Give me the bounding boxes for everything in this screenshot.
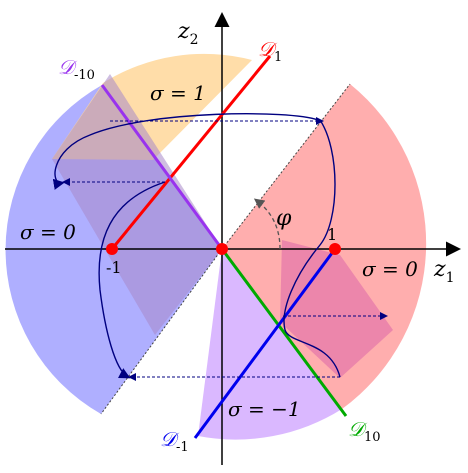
label-sigma-minus-1: σ = −1	[228, 397, 301, 421]
dotted-boundary-right	[221, 83, 351, 250]
tick-label-minus-one: -1	[106, 258, 122, 277]
label-sigma-1: σ = 1	[150, 81, 206, 105]
label-sigma-0-right: σ = 0	[362, 257, 418, 281]
line-d1	[110, 55, 272, 250]
label-d-1: 𝒟-1	[160, 427, 189, 455]
curve-lower-left	[98, 181, 166, 379]
label-d10: 𝒟10	[348, 417, 381, 445]
line-d-10	[100, 84, 224, 250]
angle-arc	[253, 198, 281, 250]
label-d1: 𝒟1	[258, 37, 282, 65]
curve-right	[283, 119, 341, 378]
curve-upper-left	[52, 113, 319, 190]
point-minus-one	[106, 243, 118, 255]
purple-sector-region	[198, 249, 342, 440]
angle-label-phi: φ	[276, 206, 292, 231]
overlap-patch-left	[52, 74, 222, 335]
label-sigma-0-left: σ = 0	[20, 220, 76, 244]
tick-label-plus-one: 1	[327, 225, 337, 244]
point-plus-one	[329, 243, 341, 255]
label-d-10: 𝒟-10	[58, 55, 95, 83]
line-d-1	[193, 248, 337, 439]
x-axis-label: z1	[433, 257, 455, 286]
point-origin	[216, 243, 228, 255]
overlap-patch-right	[280, 240, 393, 378]
y-axis-label: z2	[177, 19, 199, 48]
line-d10	[220, 248, 348, 417]
